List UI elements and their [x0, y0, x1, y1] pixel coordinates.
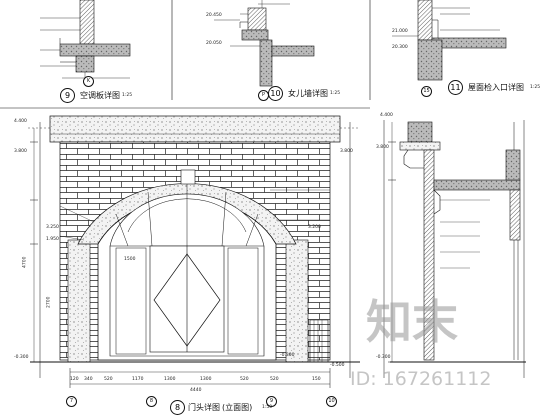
main-caption-note: (立面图) [222, 403, 253, 412]
elev-bottom-right: -0.300 [280, 353, 295, 358]
section-elev-mid: 3.800 [376, 145, 389, 150]
detail-11-drawing [392, 0, 507, 81]
elev-upper-right: 3.800 [340, 149, 353, 154]
elev-mid-left: 3.250 [46, 225, 59, 230]
axis-bubble-k: K [83, 76, 94, 87]
door-section [383, 120, 526, 378]
main-caption: 门头详图 [188, 403, 220, 412]
section-elev-bot: -0.300 [376, 355, 391, 360]
watermark-id: ID: 167261112 [350, 368, 492, 390]
detail-10-drawing [214, 0, 315, 87]
dim-3: 1170 [132, 377, 144, 382]
axis-bubble-7: 7 [66, 396, 77, 407]
detail-10-caption: 女儿墙详图 [288, 89, 328, 98]
dim-2: 520 [104, 377, 113, 382]
detail-10-elev-mid: 20.050 [206, 41, 222, 46]
dim-8: 150 [312, 377, 321, 382]
axis-bubble-8: 8 [146, 396, 157, 407]
main-detail-number: 8 [170, 400, 185, 415]
detail-11-elev-top: 21.000 [392, 29, 408, 34]
main-scale: 1:50 [262, 405, 273, 410]
detail-9-drawing [40, 0, 131, 84]
detail-10-elev-top: 20.450 [206, 13, 222, 18]
elev-upper-left: 3.800 [14, 149, 27, 154]
total-width-dim: 4440 [190, 388, 202, 393]
detail-9-number: 9 [60, 88, 75, 103]
detail-11-scale: 1:25 [530, 85, 541, 90]
watermark-logo: 知末 [366, 295, 458, 349]
detail-11-caption: 屋面检入口详图 [468, 83, 524, 92]
door-elevation [28, 115, 360, 388]
section-elev-top: 4.400 [380, 113, 393, 118]
dim-6: 520 [240, 377, 249, 382]
axis-bubble-9: 9 [266, 396, 277, 407]
elev-lower-left: 1.950 [46, 237, 59, 242]
elev-top-left: 4.400 [14, 119, 27, 124]
axis-bubble-15: 15 [421, 86, 432, 97]
axis-bubble-p: P [258, 90, 269, 101]
dim-0: 120 [70, 377, 79, 382]
detail-11-elev-bot: 20.300 [392, 45, 408, 50]
detail-9-caption: 空调板详图 [80, 91, 120, 100]
height-mid-dim: 1500 [124, 257, 136, 262]
detail-11-number: 11 [448, 80, 463, 95]
dim-5: 1300 [200, 377, 212, 382]
axis-bubble-10: 10 [326, 396, 337, 407]
height-low-dim: 2700 [46, 296, 52, 308]
elev-bottom-right-2: -0.500 [330, 363, 345, 368]
detail-10-number: 10 [268, 86, 283, 101]
dim-1: 340 [84, 377, 93, 382]
detail-9-scale: 1:25 [122, 93, 133, 98]
detail-10-scale: 1:25 [330, 91, 341, 96]
dim-7: 520 [270, 377, 279, 382]
elev-mid-right: 3.200 [308, 225, 321, 230]
height-left-dim: 4700 [22, 256, 28, 268]
elev-bottom-left: -0.300 [14, 355, 29, 360]
dim-4: 1300 [164, 377, 176, 382]
